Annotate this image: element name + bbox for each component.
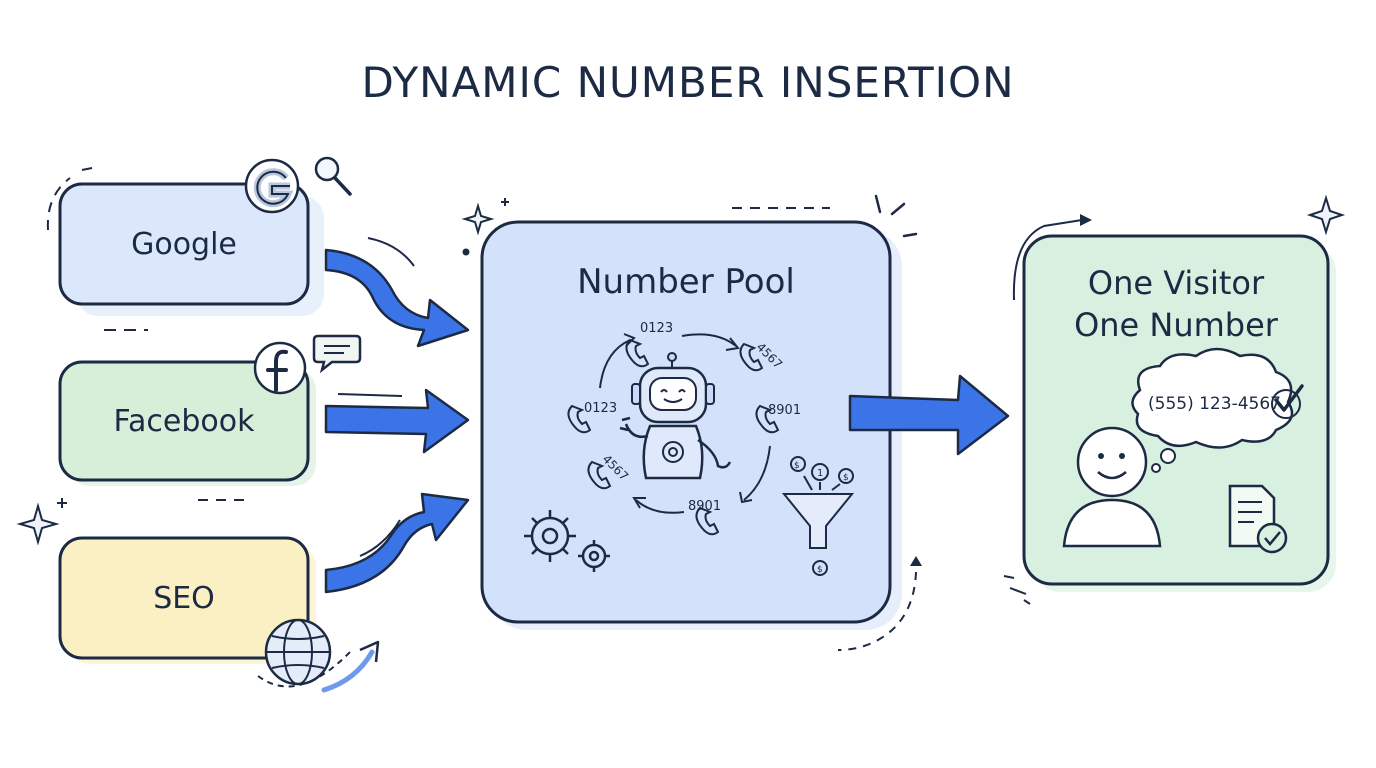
arrow-google-to-pool [324, 237, 470, 348]
document-check-icon [1228, 484, 1288, 554]
facebook-icon [253, 341, 307, 395]
svg-text:$: $ [817, 565, 823, 575]
svg-text:$: $ [794, 461, 800, 471]
source-label-seo: SEO [153, 580, 215, 616]
svg-text:$: $ [843, 473, 849, 483]
pool-number-4: 8901 [768, 403, 801, 418]
google-icon [244, 158, 300, 214]
gear-icon [524, 510, 610, 572]
funnel-icon [781, 456, 855, 576]
arrow-pool-to-result [848, 374, 1010, 456]
result-title-line2: One Number [1074, 306, 1278, 344]
source-box-seo [58, 536, 316, 664]
arrow-facebook-to-pool [324, 388, 470, 454]
pool-number-1: 0123 [640, 321, 673, 336]
result-title: One Visitor One Number [1024, 262, 1328, 346]
person-icon [1062, 426, 1162, 548]
number-pool-title: Number Pool [577, 262, 795, 302]
pool-number-3: 0123 [584, 401, 617, 416]
thought-bubble [1131, 347, 1304, 473]
svg-text:1: 1 [817, 468, 823, 479]
result-title-line1: One Visitor [1087, 264, 1265, 302]
source-label-facebook: Facebook [113, 403, 255, 439]
pool-number-6: 8901 [688, 499, 721, 514]
assigned-phone-number: (555) 123-4567 [1148, 394, 1281, 414]
robot-icon [619, 352, 732, 480]
phone-icon [567, 338, 780, 536]
chat-icon [312, 334, 362, 374]
arrow-seo-to-pool [324, 492, 470, 594]
globe-icon [257, 618, 353, 688]
diagram-title: DYNAMIC NUMBER INSERTION [361, 58, 1015, 107]
growth-arrow-icon [321, 640, 380, 693]
source-label-google: Google [131, 226, 237, 262]
source-box-facebook [58, 360, 316, 486]
source-box-google [58, 182, 324, 316]
search-icon [314, 156, 352, 196]
sparkle-icon [16, 194, 1346, 546]
